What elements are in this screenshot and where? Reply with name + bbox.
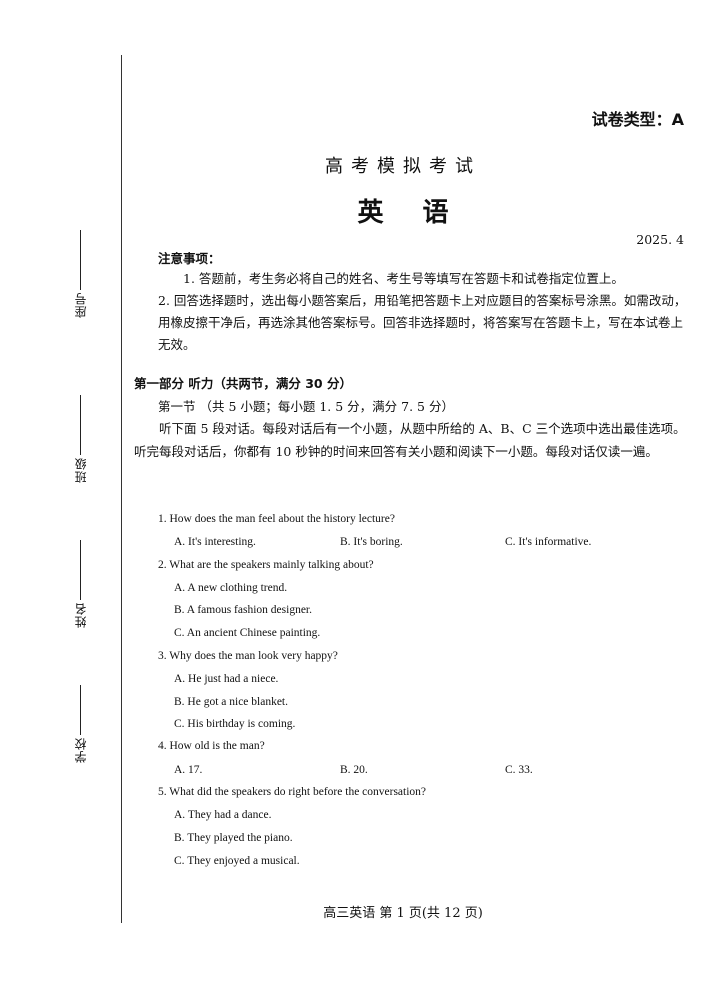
exam-date: 2025. 4 [636, 232, 684, 247]
q4-option-b[interactable]: B. 20. [340, 764, 368, 776]
question-1-stem: 1. How does the man feel about the histo… [158, 513, 395, 525]
notice-item: 1. 答题前，考生务必将自己的姓名、考生号等填写在答题卡和试卷指定位置上。 [183, 271, 624, 286]
q1-option-b[interactable]: B. It's boring. [340, 536, 403, 548]
q4-option-a[interactable]: A. 17. [174, 764, 203, 776]
notice-item: 2. 回答选择题时，选出每小题答案后，用铅笔把答题卡上对应题目的答案标号涂黑。如… [158, 293, 687, 352]
name-underline [79, 540, 81, 600]
paper-type: 试卷类型：A [591, 110, 684, 129]
q3-option-b[interactable]: B. He got a nice blanket. [174, 696, 289, 708]
school-field[interactable]: 学校 [68, 685, 92, 765]
q4-option-c[interactable]: C. 33. [505, 764, 533, 776]
q3-option-a[interactable]: A. He just had a niece. [174, 673, 279, 685]
seat-field[interactable]: 座号 [68, 230, 92, 320]
seat-underline [79, 230, 81, 290]
notice-list: 1. 答题前，考生务必将自己的姓名、考生号等填写在答题卡和试卷指定位置上。 2.… [158, 268, 688, 356]
q5-option-a[interactable]: A. They had a dance. [174, 809, 272, 821]
q1-option-a[interactable]: A. It's interesting. [174, 536, 256, 548]
part1-heading: 第一部分 听力（共两节，满分 30 分） [134, 376, 352, 391]
student-info-sidebar: 座号 班级 姓名 学校 [68, 230, 92, 763]
question-3-stem: 3. Why does the man look very happy? [158, 650, 338, 662]
name-label: 姓名 [73, 602, 88, 628]
class-underline [79, 395, 81, 455]
q2-option-a[interactable]: A. A new clothing trend. [174, 582, 288, 594]
school-label: 学校 [73, 737, 88, 763]
listening-instructions: 听下面 5 段对话。每段对话后有一个小题，从题中所给的 A、B、C 三个选项中选… [134, 421, 686, 459]
q5-option-c[interactable]: C. They enjoyed a musical. [174, 855, 300, 867]
page-footer: 高三英语 第 1 页(共 12 页) [323, 906, 483, 921]
notice-title: 注意事项： [158, 251, 221, 266]
seat-label: 座号 [73, 292, 88, 318]
question-5-stem: 5. What did the speakers do right before… [158, 786, 427, 798]
subject-title: 英 语 [357, 198, 449, 228]
q1-option-c[interactable]: C. It's informative. [505, 536, 592, 548]
name-field[interactable]: 姓名 [68, 540, 92, 630]
question-4-stem: 4. How old is the man? [158, 740, 265, 752]
class-field[interactable]: 班级 [68, 395, 92, 485]
binding-line [121, 55, 122, 923]
q2-option-c[interactable]: C. An ancient Chinese painting. [174, 627, 321, 639]
q5-option-b[interactable]: B. They played the piano. [174, 832, 293, 844]
class-label: 班级 [73, 457, 88, 483]
question-2-stem: 2. What are the speakers mainly talking … [158, 559, 374, 571]
exam-title: 高考模拟考试 [325, 156, 481, 177]
school-underline [79, 685, 81, 735]
q3-option-c[interactable]: C. His birthday is coming. [174, 718, 296, 730]
section1-heading: 第一节 （共 5 小题；每小题 1. 5 分，满分 7. 5 分） [158, 399, 454, 414]
q2-option-b[interactable]: B. A famous fashion designer. [174, 604, 312, 616]
